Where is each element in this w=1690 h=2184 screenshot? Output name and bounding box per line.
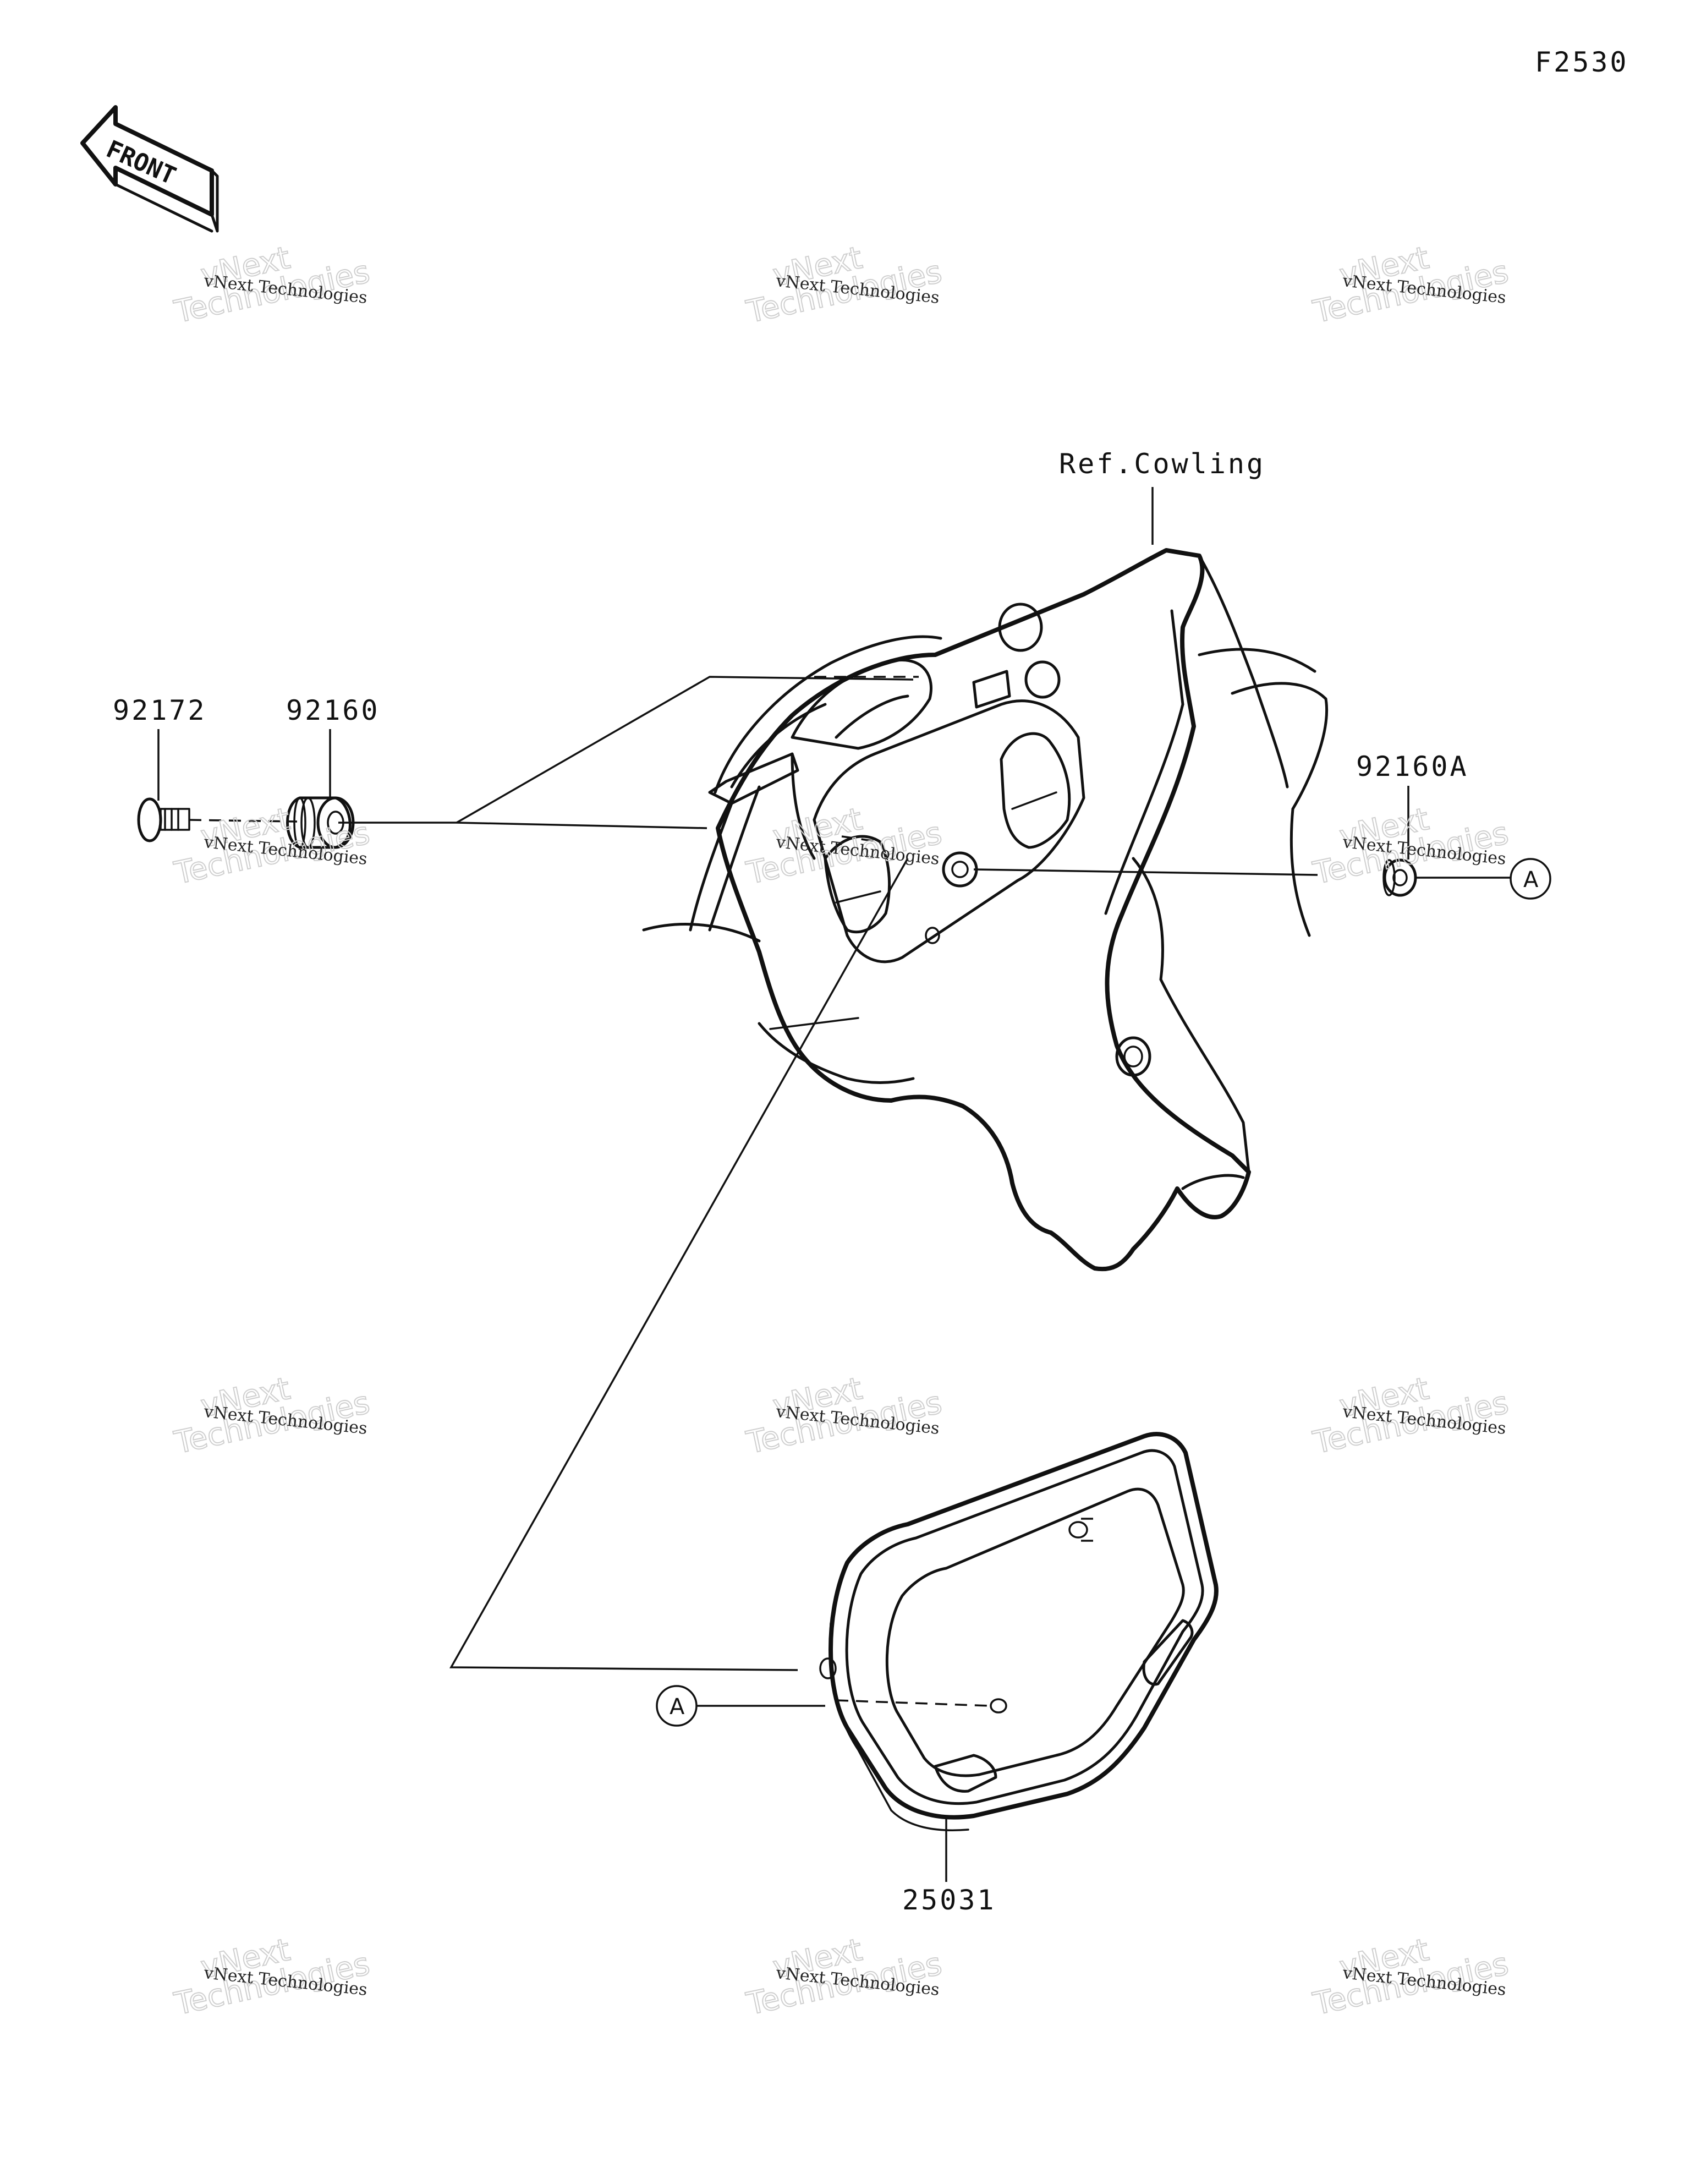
part-number-92160A: 92160A <box>1356 751 1469 782</box>
front-arrow-icon: FRONT <box>80 105 219 233</box>
part-92160A-grommet <box>1382 858 1417 897</box>
part-number-25031: 25031 <box>902 1884 996 1916</box>
part-92172-screw <box>137 797 298 842</box>
figure-number: F2530 <box>1535 46 1629 78</box>
callout-a-lower: A <box>656 1685 698 1727</box>
callout-a-upper-label: A <box>1523 867 1539 893</box>
watermarks: vNext Technologies vNext Technologies vN… <box>171 239 1512 2023</box>
bracket-leaders <box>338 676 1318 1671</box>
ref-cowling-label: Ref.Cowling <box>1059 448 1265 480</box>
part-92160-grommet <box>286 796 355 849</box>
part-25031-meter <box>819 1432 1219 1831</box>
callout-a-lower-label: A <box>670 1694 685 1720</box>
cowling-bracket <box>642 548 1328 1272</box>
callout-a-upper: A <box>1510 858 1551 900</box>
part-number-92160: 92160 <box>286 694 380 726</box>
part-number-92172: 92172 <box>113 694 207 726</box>
